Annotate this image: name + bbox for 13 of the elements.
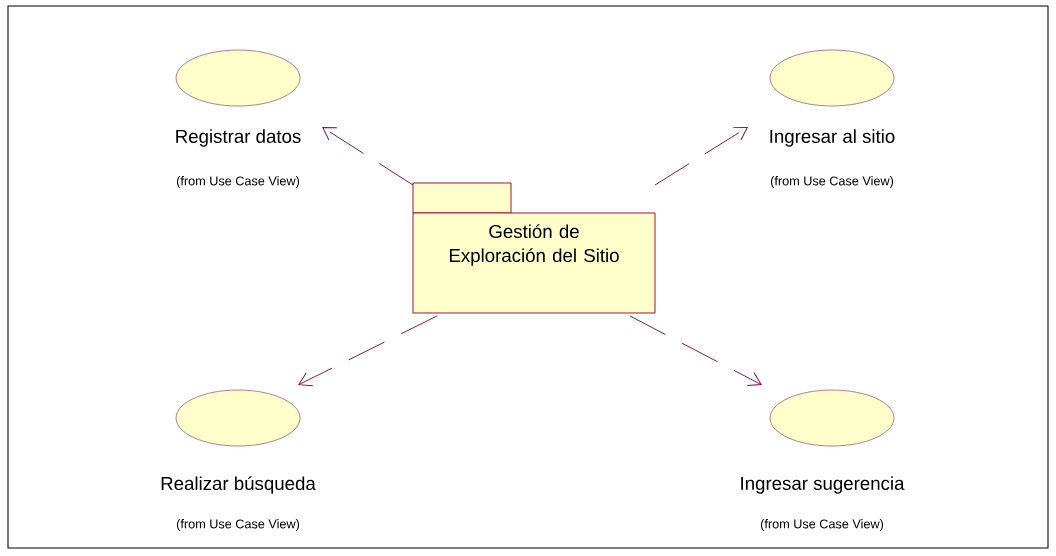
source-note: (from Use Case View) — [771, 176, 894, 188]
source-note: (from Use Case View) — [761, 519, 884, 531]
use-case-name: Realizar búsqueda — [161, 476, 316, 494]
dependency-arrow — [322, 127, 414, 186]
package-box: Gestión de Exploración del Sitio — [412, 182, 656, 314]
use-case-name: Ingresar sugerencia — [741, 476, 905, 494]
dependency-arrow — [654, 127, 748, 186]
use-case-name: Ingresar al sitio — [770, 129, 895, 147]
use-case-name: Registrar datos — [176, 129, 301, 147]
source-note: (from Use Case View) — [177, 176, 300, 188]
dependency-arrow — [629, 315, 762, 386]
source-note: (from Use Case View) — [177, 519, 300, 531]
dependency-arrow — [298, 315, 438, 387]
